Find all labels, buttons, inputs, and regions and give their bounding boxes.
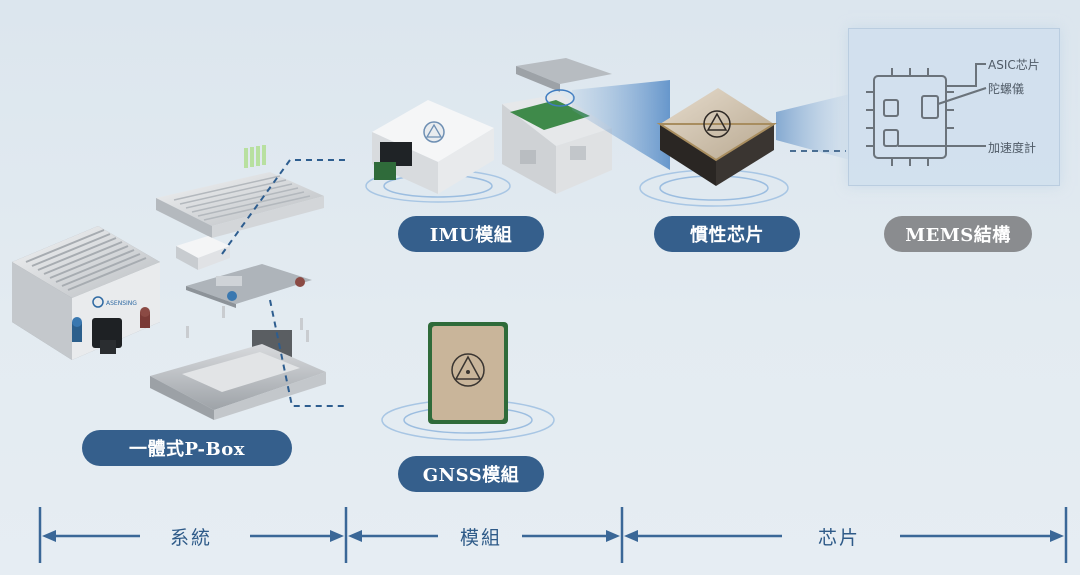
axis-label-chip: 芯片 bbox=[818, 527, 861, 549]
gnss-module-image bbox=[381, 322, 555, 441]
gnss-module-label: GNSS模組 bbox=[398, 456, 544, 492]
zoom-beam bbox=[572, 80, 670, 170]
imu-module-image bbox=[365, 58, 612, 203]
axis-label-system: 系統 bbox=[170, 527, 213, 549]
pbox-label: 一體式P-Box bbox=[82, 430, 292, 466]
zoom-beam-2 bbox=[776, 94, 850, 160]
inertial-chip-image bbox=[639, 88, 789, 207]
callout-gyro: 陀螺儀 bbox=[988, 82, 1025, 96]
mems-structure-label: MEMS結構 bbox=[884, 216, 1032, 252]
axis-label-module: 模組 bbox=[460, 527, 503, 549]
connector-lines bbox=[221, 159, 348, 407]
axis-arrows bbox=[38, 507, 1068, 563]
mems-structure-overlay bbox=[866, 63, 987, 166]
callout-accel: 加速度計 bbox=[988, 141, 1037, 155]
pbox-brand-text: ASENSING bbox=[106, 300, 137, 307]
callout-asic: ASIC芯片 bbox=[988, 58, 1040, 72]
pbox-exploded-image bbox=[150, 145, 326, 420]
imu-module-label: IMU模組 bbox=[398, 216, 544, 252]
axis-arrowheads bbox=[42, 530, 1064, 542]
pbox-assembled-image bbox=[12, 226, 160, 360]
inertial-chip-label: 慣性芯片 bbox=[654, 216, 800, 252]
